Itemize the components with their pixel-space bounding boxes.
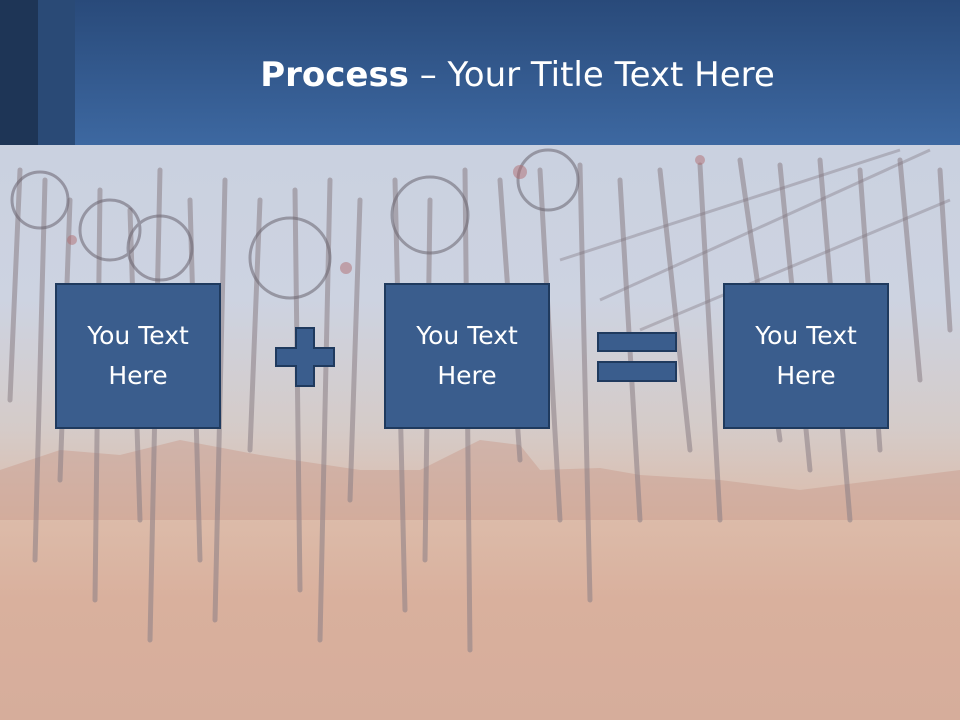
process-box-1[interactable]: You Text Here: [55, 283, 221, 429]
header-accent-strip: [38, 0, 75, 145]
equals-icon: [597, 332, 677, 382]
process-box-text: You Text Here: [416, 321, 518, 390]
title-bold: Process: [260, 55, 409, 95]
title-bar: Process – Your Title Text Here: [0, 0, 960, 145]
title-rest: – Your Title Text Here: [408, 55, 775, 95]
header-accent-strip: [0, 0, 38, 145]
process-box-2[interactable]: You Text Here: [384, 283, 550, 429]
process-box-3[interactable]: You Text Here: [723, 283, 889, 429]
process-box-text: You Text Here: [87, 321, 189, 390]
slide-title[interactable]: Process – Your Title Text Here: [75, 52, 960, 98]
plus-icon: [275, 327, 335, 387]
process-box-text: You Text Here: [755, 321, 857, 390]
